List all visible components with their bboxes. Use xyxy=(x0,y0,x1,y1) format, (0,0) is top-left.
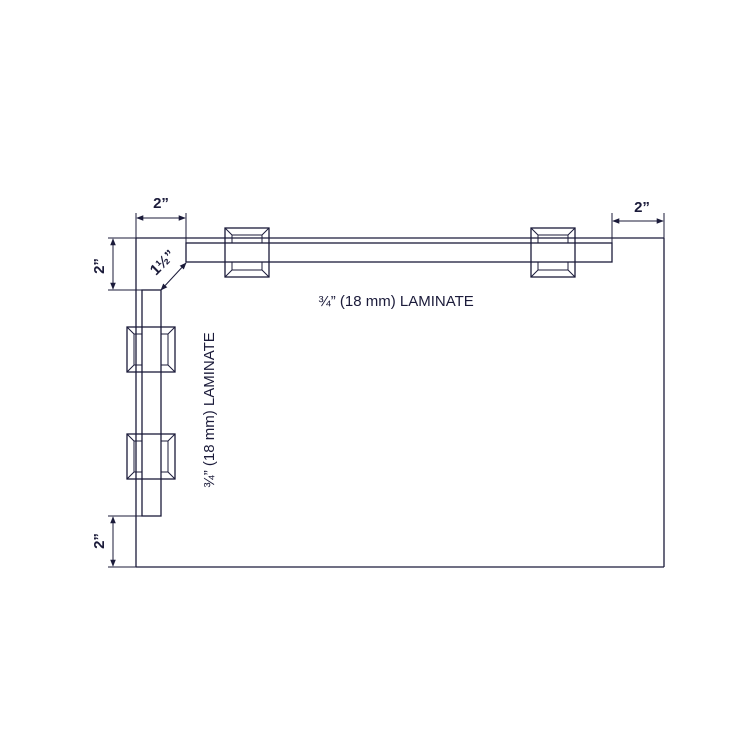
horizontal-bar-left-mount xyxy=(224,227,270,278)
dimension-left-upper-label: 2” xyxy=(91,258,108,274)
horizontal-grab-bar xyxy=(185,227,613,278)
dimension-left-lower: 2” xyxy=(91,515,142,568)
vertical-grab-bar xyxy=(126,289,176,517)
dimension-diagonal: 1½” xyxy=(147,247,187,291)
dimension-diagonal-label: 1½” xyxy=(147,247,179,279)
laminate-vertical-label: ¾” (18 mm) LAMINATE xyxy=(201,332,218,488)
dimension-top-right: 2” xyxy=(611,199,665,243)
dimension-top-left-label: 2” xyxy=(153,195,169,212)
vertical-bar-upper-mount xyxy=(126,326,176,373)
dimension-top-left: 2” xyxy=(135,195,187,243)
horizontal-bar-right-mount xyxy=(530,227,576,278)
vertical-bar-lower-mount xyxy=(126,433,176,480)
laminate-horizontal-label: ¾” (18 mm) LAMINATE xyxy=(318,293,474,310)
wall-outline xyxy=(135,237,665,568)
dimension-top-right-label: 2” xyxy=(634,199,650,216)
dimension-left-lower-label: 2” xyxy=(91,533,108,549)
dimension-left-upper: 2” xyxy=(91,237,142,291)
